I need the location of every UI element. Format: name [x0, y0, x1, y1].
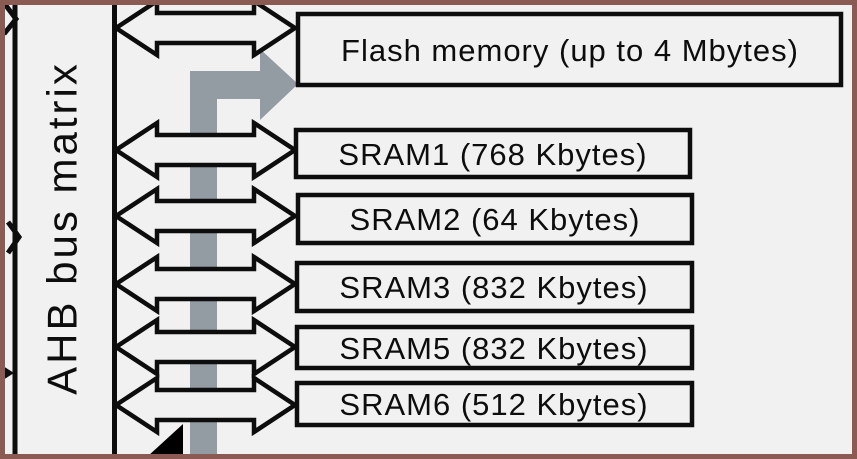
sram3-block: [294, 260, 695, 314]
sram2-bus-arrow: [111, 184, 300, 248]
left-edge-arrowhead-fragment-bottom: [3, 366, 14, 380]
sram2-label: SRAM2 (64 Kbytes): [350, 202, 641, 237]
sram1-block: [293, 127, 693, 180]
left-edge-arrowhead-fragment-middle: [5, 220, 23, 255]
flash-bus-arrow: [111, 0, 300, 60]
sram5-block: [294, 324, 695, 371]
sram1-label: SRAM1 (768 Kbytes): [338, 137, 647, 172]
sram3-label: SRAM3 (832 Kbytes): [339, 270, 648, 305]
sram2-block: [295, 192, 695, 246]
sram6-block: [294, 380, 695, 428]
bottom-corner-triangle-fragment: [148, 424, 183, 456]
flash-memory-block: [295, 11, 844, 88]
left-edge-arrowhead-fragment-top: [2, 1, 20, 36]
memory-blocks-group: [293, 11, 844, 428]
ahb-bus-matrix-label: AHB bus matrix: [39, 61, 86, 395]
sram5-label: SRAM5 (832 Kbytes): [339, 331, 648, 366]
flash-memory-label: Flash memory (up to 4 Mbytes): [341, 33, 799, 68]
bus-arrows-group: [111, 0, 300, 437]
sram6-label: SRAM6 (512 Kbytes): [339, 387, 648, 422]
